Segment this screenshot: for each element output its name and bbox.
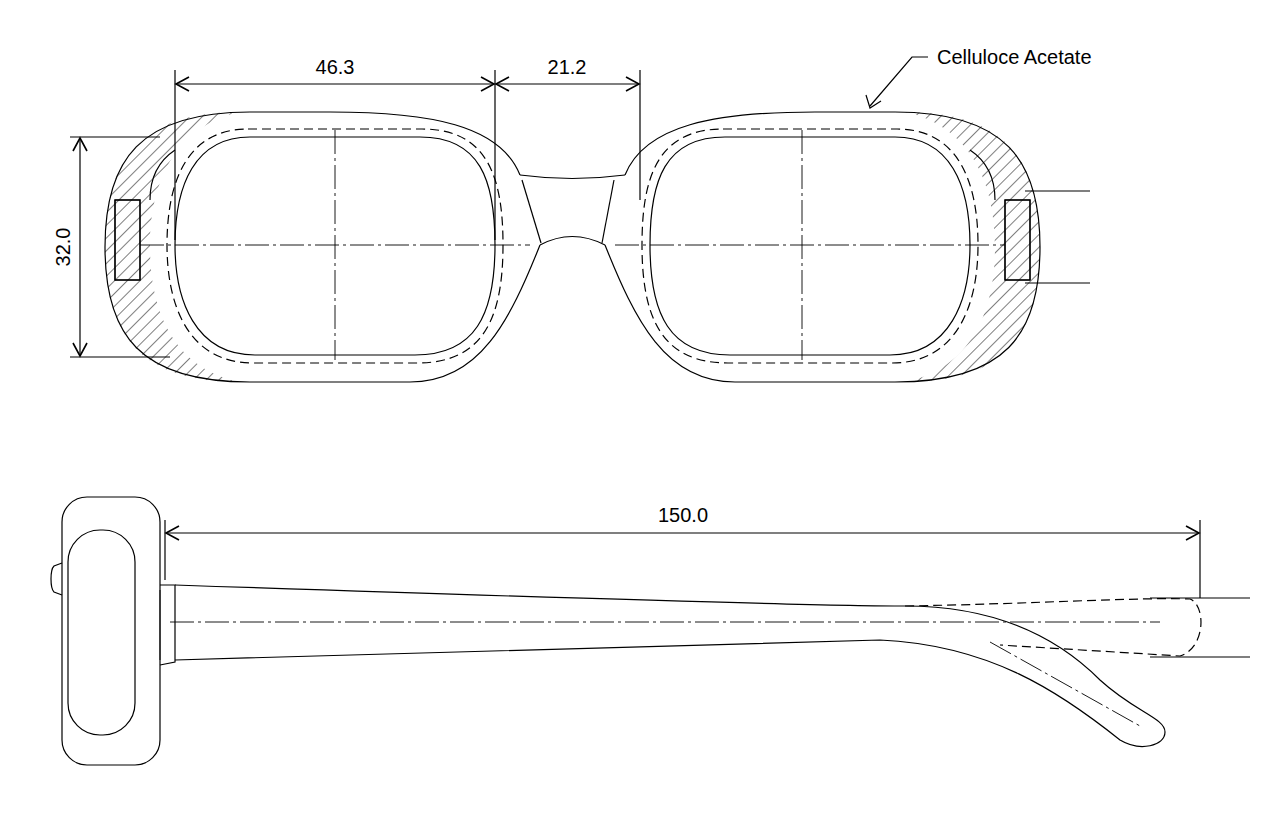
front-view <box>70 57 1090 382</box>
dimension-value: 32.0 <box>52 228 74 267</box>
material-callout: Celluloce Acetate <box>937 46 1092 68</box>
dimension-value: 46.3 <box>316 56 355 78</box>
dimension-value: 150.0 <box>658 504 708 526</box>
dimension-value: 21.2 <box>548 56 587 78</box>
side-view <box>51 497 1250 765</box>
